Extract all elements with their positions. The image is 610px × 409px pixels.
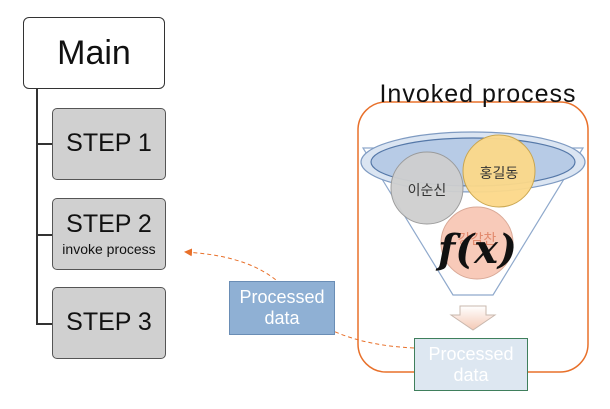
step-1-box: STEP 1 — [52, 108, 166, 180]
processed-left-line1: Processed — [239, 287, 325, 308]
invoked-process-title: Invoked process — [379, 80, 577, 108]
tree-connector-step1 — [36, 143, 52, 145]
step-3-box: STEP 3 — [52, 287, 166, 359]
tree-connector-step3 — [36, 323, 52, 325]
tree-connector-vertical — [36, 89, 38, 325]
person-c-label: 강감찬 — [457, 231, 497, 247]
person-b-label: 홍길동 — [479, 165, 519, 181]
return-flow-arrow — [184, 248, 415, 349]
tree-connector-step2 — [36, 234, 52, 236]
step-3-label: STEP 3 — [66, 308, 152, 337]
person-c-circle — [440, 206, 514, 280]
function-symbol: f(x) — [438, 226, 517, 273]
processed-data-box-right: Processed data — [414, 338, 528, 391]
processed-data-box-left: Processed data — [229, 281, 335, 335]
processed-right-line1: Processed — [428, 343, 514, 364]
main-label: Main — [57, 33, 131, 72]
main-box: Main — [23, 17, 165, 89]
processed-left-line2: data — [264, 308, 300, 328]
step-2-sublabel: invoke process — [62, 240, 156, 257]
step-2-label: STEP 2 — [66, 210, 152, 239]
step-1-label: STEP 1 — [66, 129, 152, 158]
step-2-box: STEP 2 invoke process — [52, 198, 166, 270]
person-a-label: 이순신 — [407, 182, 447, 198]
down-arrow — [449, 305, 497, 331]
person-a-circle — [390, 151, 464, 225]
person-b-circle — [462, 134, 536, 208]
processed-right-line2: data — [453, 364, 489, 385]
